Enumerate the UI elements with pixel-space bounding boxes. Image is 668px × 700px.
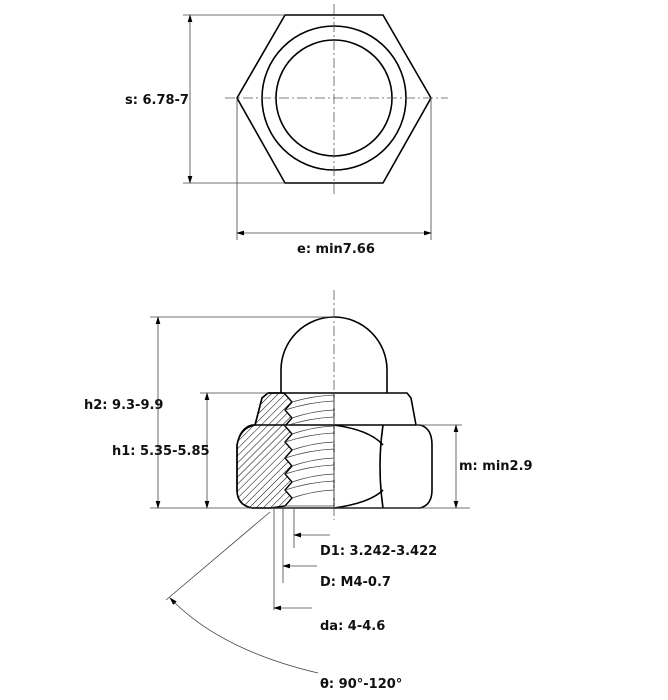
hex-face-right xyxy=(379,424,384,509)
hatched-section xyxy=(236,392,293,509)
h1-label: h1: 5.35-5.85 xyxy=(112,444,210,459)
D1-label: D1: 3.242-3.422 xyxy=(320,544,437,559)
da-label: da: 4-4.6 xyxy=(320,619,385,634)
top-view: s: 6.78-7 e: min7.66 xyxy=(125,4,448,257)
h2-label: h2: 9.3-9.9 xyxy=(84,398,163,413)
theta-extension xyxy=(165,511,271,601)
D-label: D: M4-0.7 xyxy=(320,575,391,590)
e-label: e: min7.66 xyxy=(297,242,375,257)
theta-arc xyxy=(169,597,319,674)
hex-face-mid xyxy=(333,424,384,509)
s-label: s: 6.78-7 xyxy=(125,93,189,108)
thread-lines xyxy=(284,394,335,507)
theta-label: θ: 90°-120° xyxy=(320,677,402,692)
side-view: h2: 9.3-9.9 h1: 5.35-5.85 m: min2.9 D1: … xyxy=(84,290,533,692)
m-label: m: min2.9 xyxy=(459,459,533,474)
